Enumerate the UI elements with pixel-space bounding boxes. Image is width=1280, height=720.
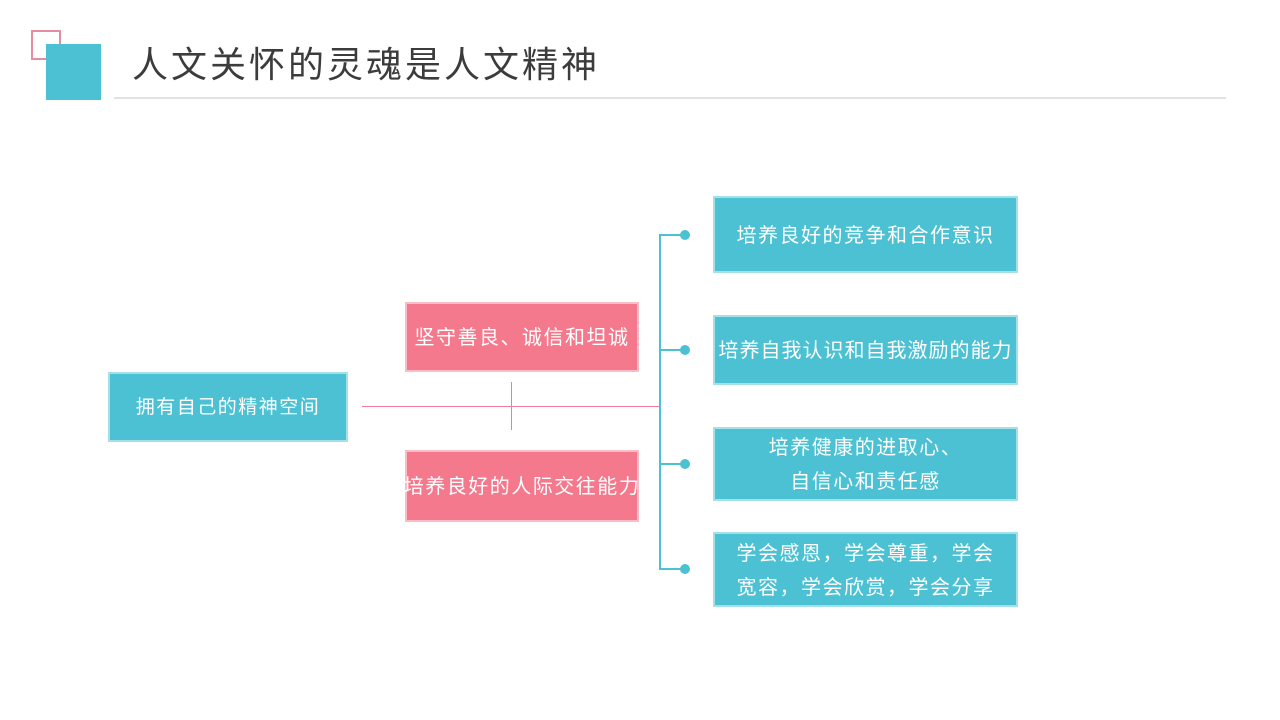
connector-leaf4-dot: [680, 564, 690, 574]
connector-leaf4-branch-line: [659, 568, 683, 570]
slide-title: 人文关怀的灵魂是人文精神: [132, 45, 601, 86]
node-branch-1: 坚守善良、诚信和坦诚: [405, 302, 639, 372]
connector-leaf3-branch-line: [659, 463, 683, 465]
deco-teal-square: [46, 44, 101, 100]
connector-leaf1-dot: [680, 230, 690, 240]
node-branch-2: 培养良好的人际交往能力: [404, 450, 639, 522]
node-leaf-4: 学会感恩，学会尊重，学会 宽容，学会欣赏，学会分享: [713, 532, 1018, 607]
connector-leaf2-branch-line: [659, 349, 683, 351]
node-leaf-1: 培养良好的竞争和合作意识: [713, 196, 1018, 273]
node-leaf-2: 培养自我认识和自我激励的能力: [713, 315, 1018, 385]
connector-leaf3-dot: [680, 459, 690, 469]
connector-branches-vertical-line: [511, 382, 512, 430]
title-divider-line: [114, 97, 1226, 99]
connector-root-horizontal-line: [362, 406, 659, 407]
node-leaf-3: 培养健康的进取心、 自信心和责任感: [713, 427, 1018, 501]
connector-leaf2-dot: [680, 345, 690, 355]
connector-leaf1-branch-line: [659, 234, 683, 236]
connector-leaves-spine-line: [659, 234, 661, 570]
node-root: 拥有自己的精神空间: [108, 372, 348, 442]
